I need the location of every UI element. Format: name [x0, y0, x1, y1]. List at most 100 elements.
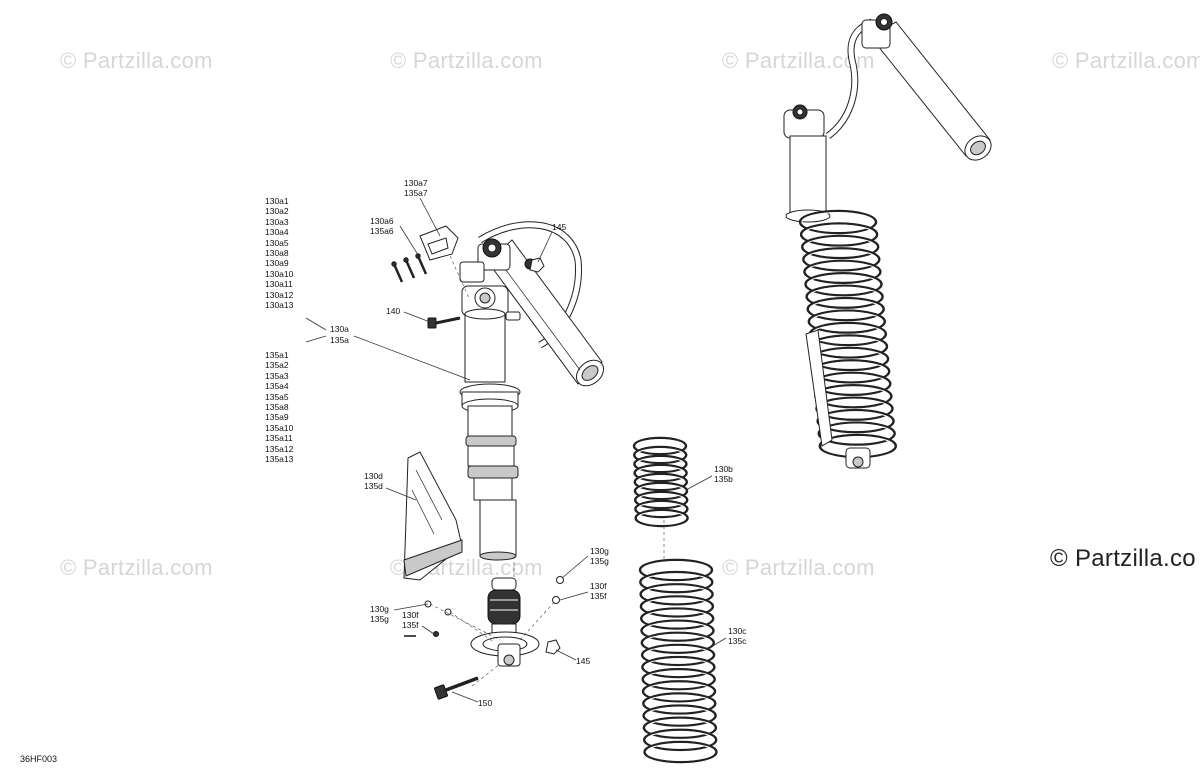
spring-coil: [640, 631, 715, 654]
reservoir-cylinder: [487, 239, 604, 387]
leader-lines: [305, 197, 727, 703]
spring-coil: [805, 284, 884, 309]
spring-coil-highlight: [643, 645, 713, 664]
callout: 135c: [728, 636, 747, 646]
watermark: © Partzilla.com: [60, 555, 213, 580]
callout: 135f: [590, 591, 607, 601]
spring-coil: [643, 740, 718, 764]
assembly-list-item: 130a1: [265, 196, 289, 206]
callout: 130c: [728, 626, 747, 636]
spring-coil-highlight: [812, 336, 886, 357]
spring-coil: [642, 716, 718, 739]
spring-coil-highlight: [810, 311, 884, 332]
shock-absorber-exploded: [391, 221, 604, 700]
assembly-list-item: 130a3: [265, 216, 289, 227]
callout: 135b: [714, 474, 733, 484]
spring-130b: [632, 436, 689, 528]
top-mount-eye: [461, 285, 521, 321]
assembly-list-item: 135a9: [265, 412, 289, 423]
spring-coil-highlight: [805, 261, 879, 282]
callout: 135a7: [404, 188, 428, 198]
washer: [556, 576, 564, 584]
watermark: © Partzilla.com: [722, 555, 875, 580]
spring-coil: [639, 595, 715, 618]
assembly-list-item: 130a11: [265, 279, 293, 290]
spring-coil: [633, 463, 688, 483]
spring-coil-highlight: [645, 706, 715, 725]
assembly-list-item: 130a9: [265, 258, 289, 269]
callout: 135g: [590, 556, 609, 566]
callout: 130d: [364, 471, 383, 481]
callout: 145: [552, 222, 566, 232]
spring-coil: [804, 272, 883, 297]
assembly-list-item: 135a5: [265, 391, 289, 402]
spring-coil: [802, 247, 881, 272]
spring-coil-highlight: [636, 475, 686, 489]
shock-body: [459, 308, 521, 561]
shock-boot: [403, 451, 463, 581]
reservoir-adjuster-knob: [459, 238, 536, 283]
spring-coil-highlight: [814, 361, 888, 382]
washer: [433, 631, 439, 637]
spring-coil-highlight: [642, 597, 712, 616]
callout: 130f: [402, 610, 419, 620]
spring-coil: [816, 408, 895, 434]
callout: 135a6: [370, 226, 394, 236]
watermark: © Partzilla.com: [390, 48, 543, 73]
spring-coil-highlight: [644, 682, 714, 701]
callout: 130a: [330, 324, 349, 334]
callout: 130g: [590, 546, 609, 556]
spring-coil-highlight: [816, 386, 890, 407]
spring-coil: [642, 704, 717, 727]
spring-coil-highlight: [636, 493, 686, 507]
spring-coil: [633, 454, 688, 474]
spring-coil-highlight: [801, 212, 875, 232]
assembly-list-item: 135a4: [265, 381, 289, 392]
spring-coil-highlight: [646, 743, 715, 761]
spring-coil-highlight: [803, 236, 877, 257]
spring-coil-highlight: [813, 348, 887, 369]
spring-coil: [632, 436, 688, 456]
spring-coil: [809, 334, 889, 359]
spring-coil-highlight: [642, 609, 712, 628]
spring-coil: [634, 508, 689, 528]
spring-coil: [806, 296, 885, 322]
spring-coil: [633, 481, 689, 501]
spring-coil: [801, 234, 880, 260]
spring-coil-highlight: [635, 448, 685, 462]
spring-coil-highlight: [815, 373, 889, 394]
spring-coil: [638, 558, 714, 582]
callout: 150: [478, 698, 492, 708]
spring-coil: [639, 583, 714, 606]
spring-coil-highlight: [643, 621, 712, 640]
spring-coil: [639, 570, 714, 594]
assembly-list-item: 135a11: [265, 433, 293, 444]
spring-coil-highlight: [637, 511, 687, 525]
callout: 130a6: [370, 216, 394, 226]
assembly-list-item: 135a2: [265, 360, 289, 371]
washer: [444, 608, 452, 616]
spring-coil: [634, 499, 689, 519]
spring-130c: [638, 558, 718, 764]
callout: 145: [576, 656, 590, 666]
adjuster-bracket: [419, 225, 459, 261]
callout: 135g: [370, 614, 389, 624]
spring-coil-highlight: [804, 249, 878, 270]
spring-coil-highlight: [636, 502, 686, 516]
spring-coil-highlight: [644, 694, 714, 713]
callout: 130g: [370, 604, 389, 614]
assembly-list-item: 135a8: [265, 402, 289, 413]
spring-coil: [799, 222, 879, 247]
lower-spring-seat: [470, 631, 540, 667]
spring-coil-highlight: [807, 274, 880, 295]
callout: 135a: [330, 335, 349, 345]
callout: 140: [386, 306, 400, 316]
assembly-list-item: 130a8: [265, 248, 289, 259]
spring-coil-highlight: [802, 224, 876, 245]
callout: 135d: [364, 481, 383, 491]
spring-coil-highlight: [641, 573, 711, 592]
assembly-list-item: 130a2: [265, 206, 289, 217]
